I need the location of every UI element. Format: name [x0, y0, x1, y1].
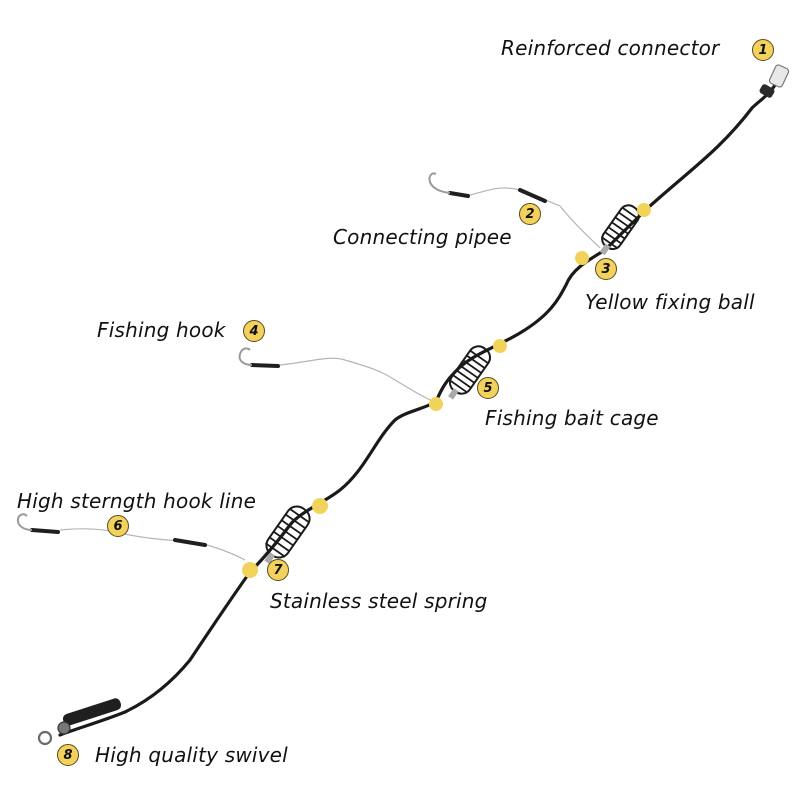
hook-leader-3 [16, 513, 246, 561]
reinforced-connector [759, 64, 790, 98]
badge-2: 2 [519, 203, 541, 225]
badge-7: 7 [267, 559, 289, 581]
badge-6: 6 [107, 515, 129, 537]
badge-1: 1 [752, 39, 774, 61]
hook-leader-2 [238, 347, 436, 403]
label-high-quality-swivel: High quality swivel [95, 743, 288, 767]
yellow-bead [493, 339, 507, 353]
yellow-bead [575, 251, 589, 265]
label-reinforced-connector: Reinforced connector [501, 36, 720, 60]
label-fishing-hook: Fishing hook [97, 318, 226, 342]
swivel [37, 698, 122, 746]
yellow-bead [242, 562, 258, 578]
yellow-bead [312, 498, 328, 514]
main-line [58, 78, 780, 737]
badge-5: 5 [477, 377, 499, 399]
yellow-bead [429, 397, 443, 411]
badge-8: 8 [57, 744, 79, 766]
bait-cage-lower [264, 505, 311, 565]
label-stainless-steel-spring: Stainless steel spring [270, 589, 488, 613]
badge-4: 4 [243, 320, 265, 342]
label-fishing-bait-cage: Fishing bait cage [485, 406, 659, 430]
bait-cage-upper [599, 204, 640, 256]
label-yellow-fixing-ball: Yellow fixing ball [585, 290, 755, 314]
badge-3: 3 [595, 258, 617, 280]
label-connecting-pipee: Connecting pipee [333, 225, 512, 249]
hook-leader-1 [428, 172, 601, 249]
label-high-sterngth-hook-line: High sterngth hook line [17, 489, 257, 513]
yellow-bead [637, 203, 651, 217]
bait-cage-middle [448, 345, 491, 400]
